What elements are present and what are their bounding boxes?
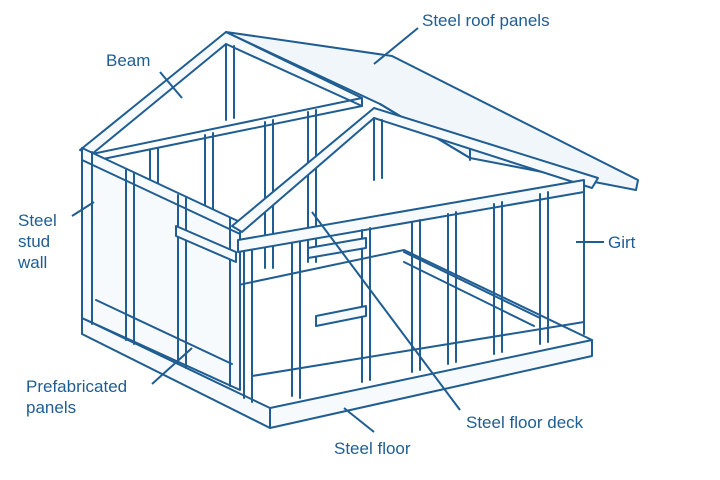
steel-roof-panels [225, 31, 639, 191]
beam-label: Beam [106, 51, 151, 70]
leader-lines [71, 27, 604, 433]
steel-stud-wall [81, 147, 241, 391]
steel-floor-deck-label: Steel floor deck [466, 413, 584, 432]
steel-floor-leader [343, 407, 375, 433]
girt-label: Girt [608, 233, 636, 252]
prefabricated-panels-leader [151, 347, 193, 385]
steel-roof-panels-leader [373, 27, 419, 65]
beam-leader [159, 71, 183, 99]
steel-stud-wall-leader [71, 201, 95, 217]
prefabricated-panels-label-line1: Prefabricated [26, 377, 128, 396]
steel-stud-wall-label-line2: stud [18, 232, 51, 251]
steel-floor-deck-leader [311, 211, 461, 411]
steel-stud-wall-label-line3: wall [18, 253, 48, 272]
prefabricated-panels-label: Prefabricated panels [26, 376, 127, 418]
steel-floor-label: Steel floor [334, 439, 411, 458]
steel-stud-wall-label: Steel stud wall [18, 210, 57, 273]
steel-floor-deck [403, 251, 541, 327]
front-wall-frame [231, 107, 599, 403]
prefabricated-panels-label-line2: panels [26, 398, 77, 417]
steel-roof-panels-label: Steel roof panels [422, 11, 550, 30]
steel-stud-wall-label-line1: Steel [18, 211, 57, 230]
